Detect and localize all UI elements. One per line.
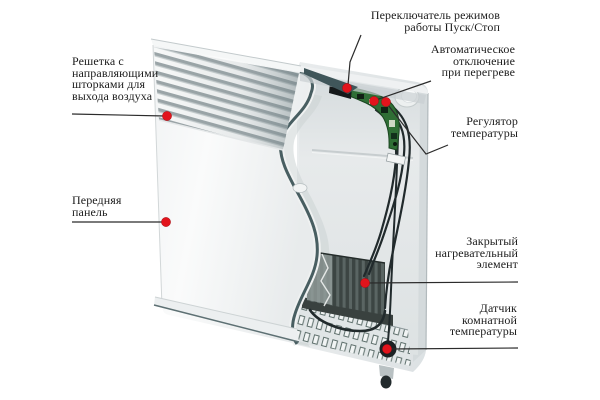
label-room-sensor: Датчик комнатной температуры: [449, 301, 517, 339]
label-line: температуры: [449, 324, 517, 339]
label-line: комнатной: [461, 312, 517, 327]
label-line: панель: [72, 204, 108, 219]
leader-grille: [71, 113, 166, 117]
leader-room-sensor: [389, 347, 519, 350]
label-line: Передняя: [72, 193, 122, 207]
label-line: при перегреве: [441, 65, 515, 80]
label-auto-off: Автоматическое отключение при перегреве: [430, 42, 515, 80]
label-line: элемент: [476, 257, 518, 272]
label-line: температуры: [450, 125, 518, 140]
top-outlet-grille: [154, 47, 299, 151]
label-line: выхода воздуха: [72, 88, 153, 103]
marker-front-panel: [161, 217, 171, 227]
leader-regulator: [387, 104, 449, 155]
label-line: Решетка с: [72, 54, 124, 68]
label-mode-switch: Переключатель режимов работы Пуск/Стоп: [370, 8, 500, 34]
label-regulator: Регулятор температуры: [450, 114, 518, 140]
leader-heating-element: [366, 281, 519, 284]
marker-regulator: [381, 97, 391, 107]
label-line: шторками для: [72, 77, 146, 92]
marker-switch: [342, 83, 352, 93]
point-markers: [161, 83, 392, 354]
label-line: Закрытый: [466, 234, 518, 248]
marker-room-sensor: [382, 344, 392, 354]
marker-grille: [162, 111, 172, 121]
label-heating-element: Закрытый нагревательный элемент: [435, 234, 518, 272]
label-front-panel: Передняя панель: [72, 193, 122, 219]
label-line: отключение: [453, 53, 515, 68]
label-line: Регулятор: [466, 114, 518, 128]
leader-switch: [347, 34, 362, 86]
panel-tab: [292, 183, 308, 193]
label-line: работы Пуск/Стоп: [404, 19, 500, 34]
leader-lines: [71, 34, 519, 350]
label-grille: Решетка с направляющими шторками для вых…: [72, 54, 159, 103]
top-face: [150, 38, 428, 104]
marker-auto-off: [369, 96, 379, 106]
label-line: нагревательный: [435, 245, 518, 260]
cable-clip: [385, 152, 407, 166]
foot: [379, 365, 394, 389]
label-line: Автоматическое: [430, 42, 515, 56]
label-line: Датчик: [479, 301, 517, 315]
label-line: Переключатель режимов: [370, 8, 500, 22]
leader-auto-off: [375, 80, 432, 101]
marker-heating-element: [360, 278, 370, 288]
label-line: направляющими: [72, 65, 159, 80]
